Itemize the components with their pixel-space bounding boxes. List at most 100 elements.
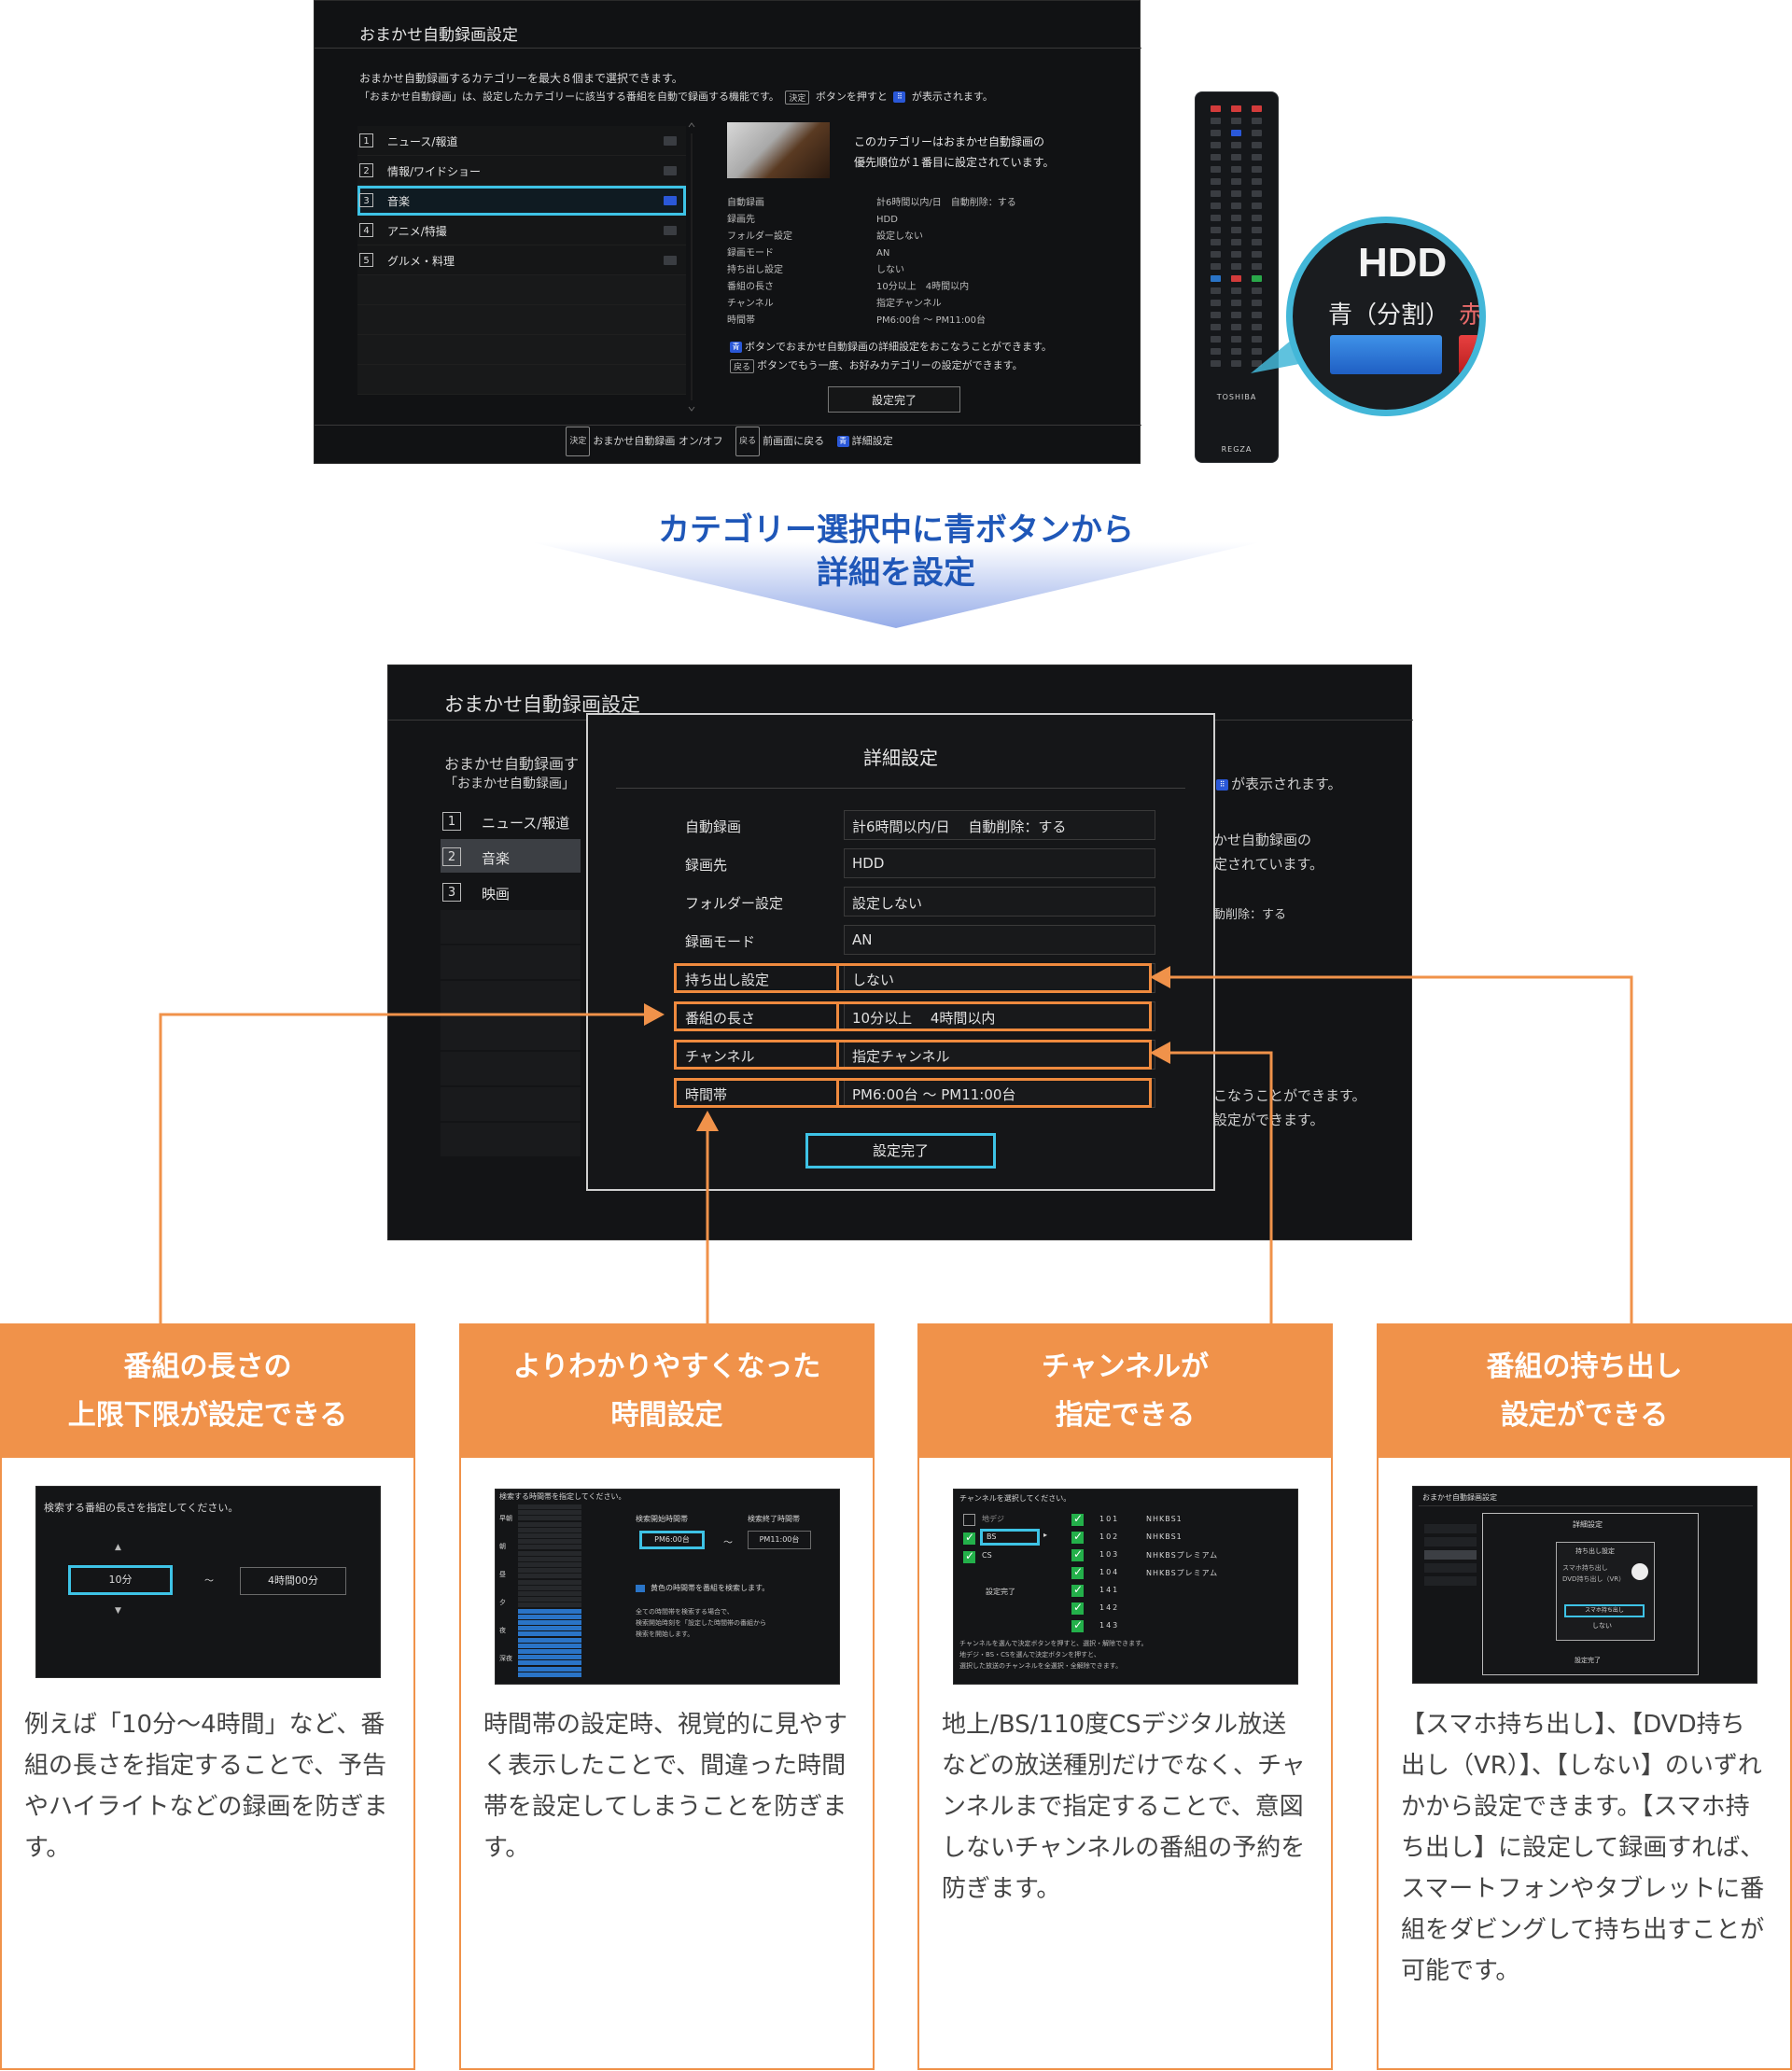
time-grid-row[interactable] [518,1602,581,1608]
option-selected[interactable]: スマホ持ち出し [1564,1604,1645,1617]
length-max-field[interactable]: 4時間00分 [240,1567,346,1595]
time-grid-row[interactable] [518,1568,581,1574]
scrollbar[interactable] [688,122,695,412]
channel-checkbox[interactable] [1071,1512,1084,1526]
checkbox-cs[interactable] [963,1549,975,1563]
category-slot-empty[interactable] [357,335,686,365]
category-slot-empty[interactable] [441,910,581,944]
time-grid-row[interactable] [518,1614,581,1619]
done-button[interactable]: 設定完了 [1575,1657,1601,1664]
checkbox-terrestrial[interactable] [963,1514,975,1526]
category-slot-empty[interactable] [441,945,581,979]
category-slot-empty[interactable] [441,1087,581,1121]
category-item[interactable]: 1 ニュース/報道 [357,126,686,156]
done-button[interactable]: 設定完了 [805,1133,996,1168]
channel-checkbox[interactable] [1071,1583,1084,1597]
category-item[interactable] [1424,1576,1477,1586]
done-button[interactable]: 設定完了 [828,386,960,413]
setting-takeout[interactable]: 持ち出し設定 しない [678,963,1155,993]
time-grid-row[interactable] [518,1608,581,1614]
time-grid-row[interactable] [518,1533,581,1538]
time-grid-row[interactable] [518,1527,581,1532]
category-slot-empty[interactable] [441,981,581,1015]
setting-destination[interactable]: 録画先 HDD [678,848,1155,878]
remote-key [1231,300,1241,306]
time-grid-row[interactable] [518,1643,581,1648]
time-grid-row[interactable] [518,1550,581,1556]
remote-brand-regza: REGZA [1221,445,1253,454]
channel-checkbox[interactable] [1071,1565,1084,1579]
category-item[interactable]: 4 アニメ/特撮 [357,216,686,245]
setting-folder[interactable]: フォルダー設定 設定しない [678,887,1155,917]
category-item-selected[interactable]: 3 音楽 [357,186,686,216]
time-grid-row[interactable] [518,1579,581,1585]
length-min-field[interactable]: 10分 [68,1565,173,1595]
channel-checkbox[interactable] [1071,1530,1084,1544]
category-slot-empty[interactable] [441,1016,581,1050]
time-grid-row[interactable] [518,1672,581,1677]
remote-key [1252,263,1262,270]
category-slot-empty[interactable] [441,1052,581,1085]
dialog-title: 詳細設定 [1573,1520,1603,1529]
blue-label-text: 青（分割） [1328,301,1450,329]
top-screen-desc-1: おまかせ自動録画するカテゴリーを最大８個まで選択できます。 [359,72,683,85]
setting-record-mode[interactable]: 録画モード AN [678,925,1155,955]
time-grid-row[interactable] [518,1660,581,1666]
time-grid-row[interactable] [518,1620,581,1625]
category-number: 5 [359,253,373,267]
category-slot-empty[interactable] [357,365,686,395]
time-grid-row[interactable] [518,1666,581,1672]
category-slot-empty[interactable] [441,1123,581,1156]
time-grid-row[interactable] [518,1591,581,1596]
category-number: 3 [359,193,373,207]
time-grid-row[interactable] [518,1631,581,1637]
category-item[interactable] [1424,1563,1477,1573]
checkbox-bs[interactable] [963,1531,975,1545]
category-item[interactable]: 3 映画 [441,875,581,908]
remote-key [1231,360,1241,367]
time-grid-row[interactable] [518,1626,581,1631]
start-time-field[interactable]: PM6:00台 [639,1531,705,1549]
time-grid-row[interactable] [518,1562,581,1567]
category-item[interactable] [1424,1524,1477,1533]
category-item[interactable] [1424,1550,1477,1560]
time-grid-row[interactable] [518,1510,581,1516]
category-item-selected[interactable]: 2 音楽 [441,839,581,873]
detail-value: 指定チャンネル [876,299,942,309]
time-grid-row[interactable] [518,1516,581,1521]
time-grid-row[interactable] [518,1545,581,1550]
time-grid-row[interactable] [518,1556,581,1561]
setting-auto-record[interactable]: 自動録画 計6時間以内/日 自動削除：する [678,810,1155,840]
setting-key: 番組の長さ [685,1010,756,1027]
time-grid-row[interactable] [518,1585,581,1590]
category-item[interactable]: 2 情報/ワイドショー [357,156,686,186]
category-slot-empty[interactable] [357,275,686,305]
time-grid-row[interactable] [518,1504,581,1509]
category-item[interactable]: 5 グルメ・料理 [357,245,686,275]
time-grid-row[interactable] [518,1539,581,1545]
start-label: 検索開始時間帯 [636,1515,688,1523]
remote-key [1252,287,1262,294]
end-time-field[interactable]: PM11:00台 [748,1531,811,1549]
time-grid-row[interactable] [518,1655,581,1660]
time-grid-row[interactable] [518,1521,581,1527]
channel-checkbox[interactable] [1071,1601,1084,1615]
channel-checkbox[interactable] [1071,1547,1084,1561]
time-grid-row[interactable] [518,1574,581,1579]
card-description: 例えば「10分～4時間」など、番組の長さを指定することで、予告やハイライトなどの… [24,1711,388,1862]
channel-checkbox[interactable] [1071,1618,1084,1632]
type-label-selected[interactable]: BS [980,1529,1040,1546]
channel-number: 102 [1099,1532,1120,1541]
time-grid-row[interactable] [518,1597,581,1602]
card-description: 【スマホ持ち出し】、【DVD持ち出し（VR）】、【しない】のいずれかから設定でき… [1401,1711,1765,1985]
time-grid-row[interactable] [518,1637,581,1643]
blue-key-chip: 青 [730,342,742,353]
category-item[interactable] [1424,1537,1477,1546]
time-grid-row[interactable] [518,1649,581,1654]
category-slot-empty[interactable] [357,305,686,335]
done-button[interactable]: 設定完了 [986,1588,1015,1596]
option-text[interactable]: しない [1592,1622,1612,1630]
category-item[interactable]: 1 ニュース/報道 [441,804,581,837]
option-text: スマホ持ち出し [1562,1564,1608,1572]
